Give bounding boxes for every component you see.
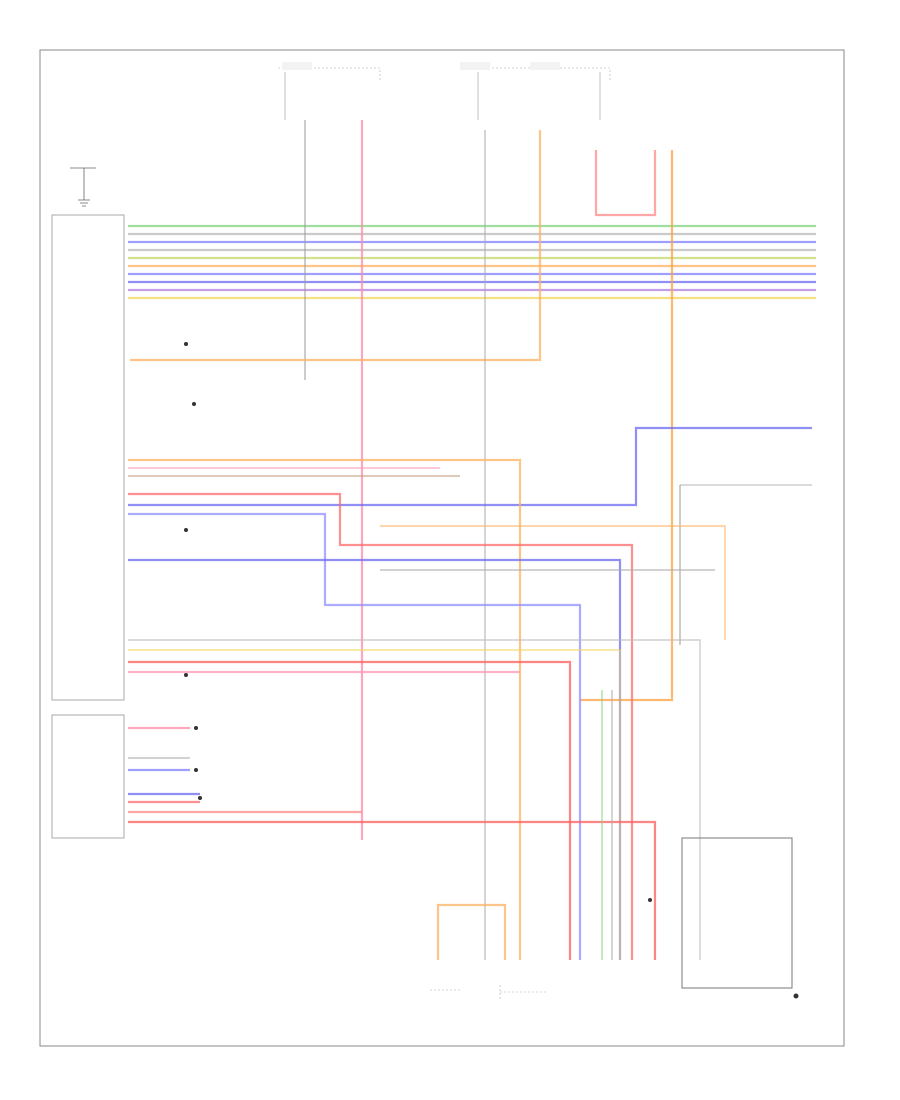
vertical-wire-group xyxy=(130,120,674,960)
wire-red-loop xyxy=(594,150,657,217)
rear-connector-block xyxy=(681,837,793,989)
wire-orn-right-2 xyxy=(380,525,726,640)
splice-dot-icon xyxy=(184,528,188,532)
top-label-block-2 xyxy=(460,62,490,70)
top-label-block-3 xyxy=(530,62,560,70)
mid-wire-group xyxy=(128,426,812,960)
splice-dot-icon xyxy=(194,768,198,772)
ground-point-icon xyxy=(793,993,799,999)
wire-orn-vertical xyxy=(130,130,542,362)
wire-blu-mid-2 xyxy=(128,512,582,960)
diagram-frame xyxy=(39,49,845,1047)
antenna-icon xyxy=(70,167,96,207)
wire-red-low xyxy=(128,660,572,960)
splice-dot-icon xyxy=(194,726,198,730)
wire-orn-right xyxy=(580,150,674,702)
top-label-block-1 xyxy=(282,62,312,70)
top-connector-group xyxy=(278,62,611,120)
ground-point-icon-2 xyxy=(648,898,652,902)
radio-connector-block xyxy=(51,214,125,701)
wire-orn-mid xyxy=(128,458,522,960)
front-switch-block xyxy=(51,714,125,839)
splice-dot-icon xyxy=(198,796,202,800)
splice-dot-icon xyxy=(184,342,188,346)
wire-gry-lower xyxy=(128,639,701,960)
wire-blu-right xyxy=(128,426,812,507)
lower-wire-group xyxy=(128,726,657,960)
wire-bus-group xyxy=(128,224,816,300)
wire-yel-mid xyxy=(128,649,621,960)
connector-dot-group xyxy=(184,342,202,800)
wire-red-fs-3 xyxy=(128,820,657,960)
wire-blu-mid-3 xyxy=(128,558,622,960)
wire-orn-bottom xyxy=(436,903,507,960)
bottom-connector-group xyxy=(430,690,799,1000)
wire-red-mid xyxy=(128,492,634,960)
splice-dot-icon xyxy=(184,673,188,677)
splice-dot-icon xyxy=(192,402,196,406)
